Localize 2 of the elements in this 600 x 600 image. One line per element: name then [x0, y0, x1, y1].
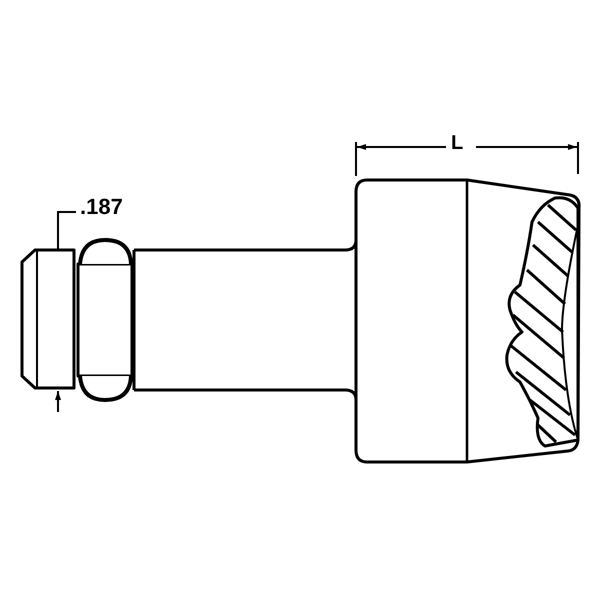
dimension-label: .187: [80, 196, 123, 218]
dimension-label: L: [451, 133, 464, 153]
